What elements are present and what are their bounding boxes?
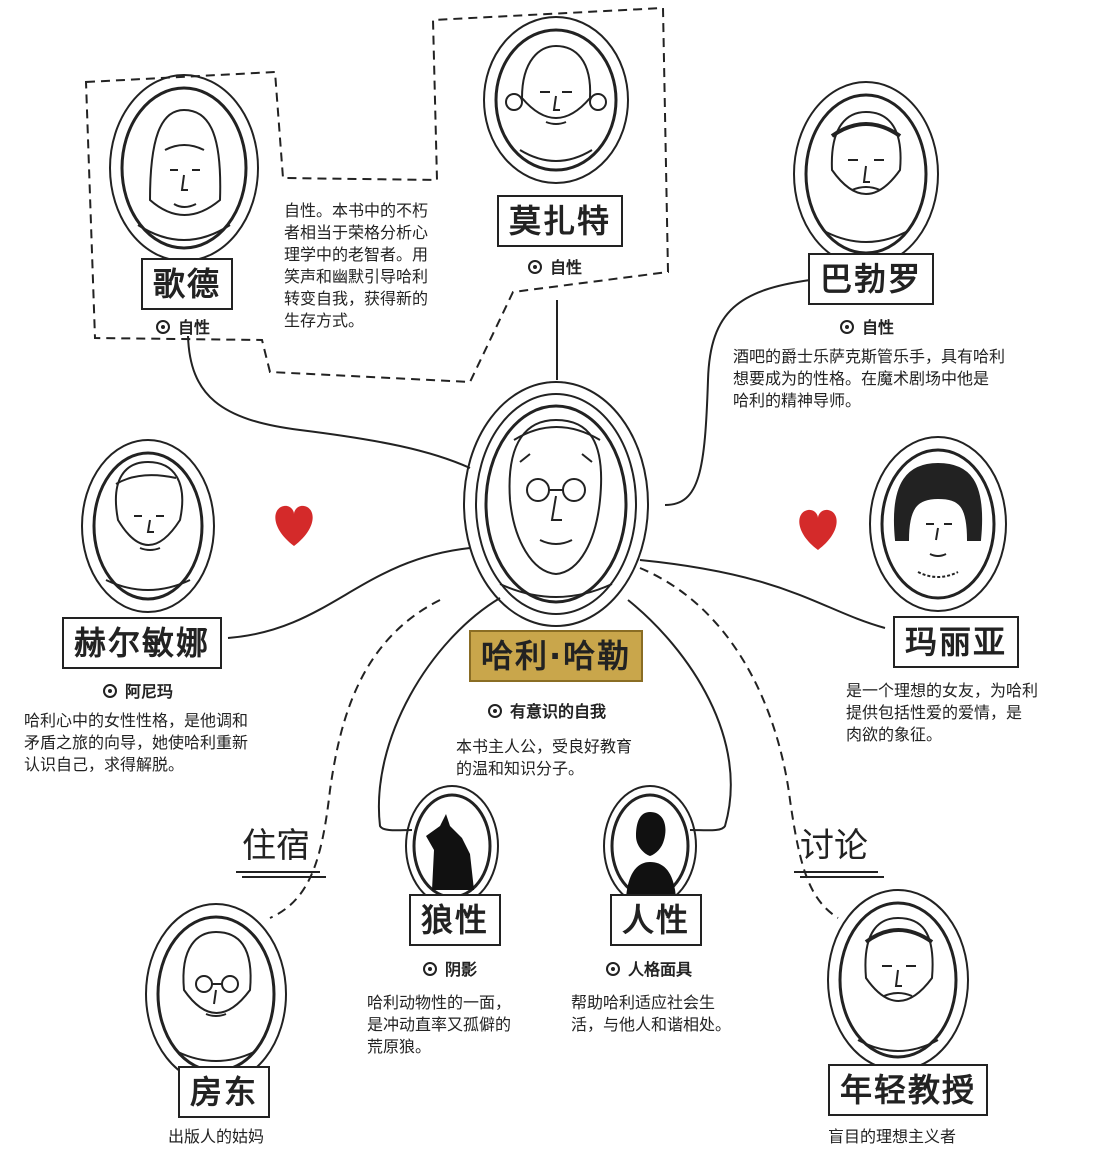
role-harry: 有意识的自我 xyxy=(488,698,606,722)
portrait-landlady xyxy=(145,903,287,1085)
desc-human: 帮助哈利适应社会生活，与他人和谐相处。 xyxy=(571,993,732,1034)
desc-mozart: 自性。本书中的不朽者相当于荣格分析心理学中的老智者。用 笑声和幽默引导哈利转变自… xyxy=(284,201,429,330)
role-pablo: 自性 xyxy=(840,314,894,338)
portrait-professor xyxy=(827,889,969,1071)
role-human: 人格面具 xyxy=(606,956,692,980)
target-icon xyxy=(606,962,620,976)
desc-wolf: 哈利动物性的一面，是冲动直率又孤僻的荒原狼。 xyxy=(367,993,512,1056)
desc-professor: 盲目的理想主义者 xyxy=(828,1127,957,1146)
heart-icon xyxy=(799,509,837,550)
name-pablo: 巴勃罗 xyxy=(808,253,935,305)
name-goethe: 歌德 xyxy=(141,258,234,310)
line-maria-harry xyxy=(639,559,886,629)
portrait-goethe xyxy=(109,74,259,262)
target-icon xyxy=(423,962,437,976)
link-label-discussion: 讨论 xyxy=(794,818,884,878)
portrait-human xyxy=(603,785,697,907)
name-wolf: 狼性 xyxy=(409,894,502,946)
line-human-harry xyxy=(627,599,732,832)
desc-harry: 本书主人公，受良好教育的温和知识分子。 xyxy=(456,737,633,778)
heart-icon xyxy=(275,505,313,546)
target-icon xyxy=(840,320,854,334)
dashed-group-outline xyxy=(84,6,670,384)
portrait-pablo xyxy=(793,81,939,267)
name-landlady: 房东 xyxy=(178,1066,271,1118)
portrait-wolf xyxy=(405,785,499,907)
desc-pablo: 酒吧的爵士乐萨克斯管乐手，具有哈利想要成为的性格。在魔术剧场中他是哈利的精神导师… xyxy=(733,347,1006,410)
desc-maria: 是一个理想的女友，为哈利提供包括性爱的爱情，是肉欲的象征。 xyxy=(846,681,1039,744)
line-wolf-harry xyxy=(377,597,501,832)
role-mozart: 自性 xyxy=(528,254,582,278)
target-icon xyxy=(528,260,542,274)
link-label-lodging: 住宿 xyxy=(236,818,326,878)
desc-hermine: 哈利心中的女性性格，是他调和矛盾之旅的向导，她使哈利重新认识自己，求得解脱。 xyxy=(24,711,249,774)
portrait-harry xyxy=(463,381,649,627)
role-goethe: 自性 xyxy=(156,314,210,338)
wolf-silhouette-icon xyxy=(426,814,474,890)
target-icon xyxy=(103,684,117,698)
line-hermine-landlady xyxy=(269,599,441,919)
name-mozart: 莫扎特 xyxy=(497,195,624,247)
line-pablo-harry xyxy=(664,279,811,506)
desc-landlady: 出版人的姑妈 xyxy=(168,1127,265,1146)
line-goethe-harry xyxy=(187,335,471,469)
name-harry: 哈利·哈勒 xyxy=(469,630,644,682)
portrait-hermine xyxy=(81,439,215,613)
name-hermine: 赫尔敏娜 xyxy=(62,617,223,669)
name-professor: 年轻教授 xyxy=(828,1064,989,1116)
portrait-mozart xyxy=(483,16,629,184)
human-silhouette-icon xyxy=(626,812,676,898)
target-icon xyxy=(156,320,170,334)
portrait-maria xyxy=(869,436,1007,612)
name-maria: 玛丽亚 xyxy=(893,616,1020,668)
role-wolf: 阴影 xyxy=(423,956,477,980)
line-maria-professor xyxy=(639,567,839,919)
line-hermine-harry xyxy=(227,547,471,639)
role-hermine: 阿尼玛 xyxy=(103,678,173,702)
name-human: 人性 xyxy=(610,894,703,946)
target-icon xyxy=(488,704,502,718)
